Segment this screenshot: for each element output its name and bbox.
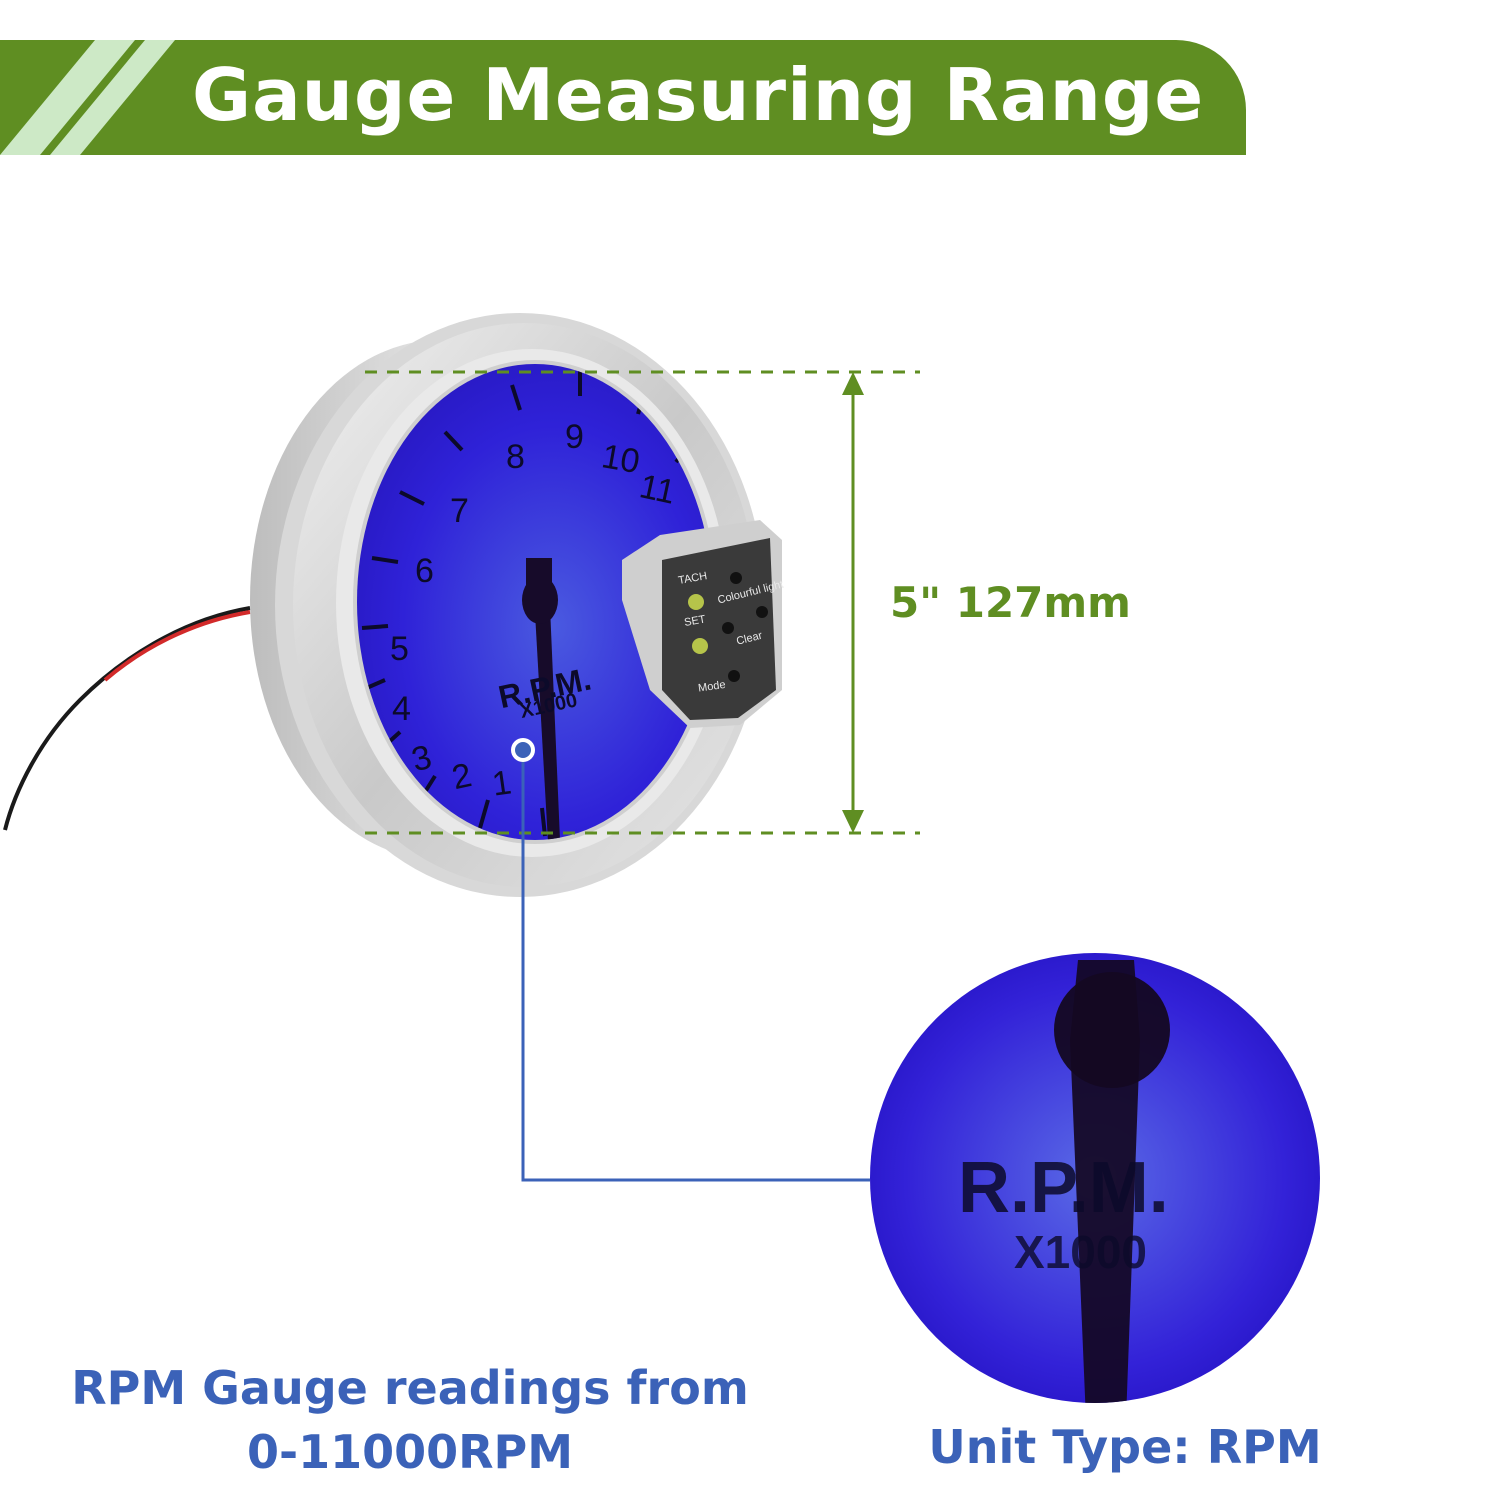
range-caption: RPM Gauge readings from 0-11000RPM <box>20 1356 800 1484</box>
mode-label: Mode <box>697 679 726 695</box>
colourful-light-button <box>730 572 742 584</box>
range-caption-line2: 0-11000RPM <box>246 1425 574 1479</box>
black-wire <box>3 606 251 831</box>
range-caption-line1: RPM Gauge readings from <box>71 1361 749 1415</box>
zoom-rpm-label: R.P.M. <box>958 1148 1169 1228</box>
header-banner <box>0 40 1246 155</box>
dimension-label: 5" 127mm <box>890 578 1131 627</box>
dial-number-8: 8 <box>506 438 525 476</box>
callout-connector <box>521 762 870 1182</box>
gauge-needle <box>522 558 560 840</box>
banner-stripes-decoration <box>0 40 175 155</box>
red-wire <box>103 610 251 682</box>
zoom-rpm-multiplier: X1000 <box>1014 1226 1147 1278</box>
dial-number-6: 6 <box>415 552 434 590</box>
mode-button <box>728 670 740 682</box>
dial-number-7: 7 <box>450 492 469 530</box>
tach-label: TACH <box>677 570 708 587</box>
page-title: Gauge Measuring Range <box>192 53 1205 137</box>
tach-led <box>688 594 704 610</box>
dimension-lines <box>365 370 920 835</box>
control-panel: TACH SET Colourful light Clear Mode <box>622 520 785 728</box>
dial-number-9: 9 <box>565 418 584 456</box>
up-button <box>722 622 734 634</box>
dial-number-5: 5 <box>390 630 409 668</box>
dial-number-11: 11 <box>636 467 678 512</box>
dial-number-4: 4 <box>392 690 411 728</box>
down-button <box>756 606 768 618</box>
dial-number-10: 10 <box>599 437 643 481</box>
set-label: SET <box>683 613 706 629</box>
zoom-detail: R.P.M. X1000 <box>870 953 1320 1403</box>
set-led <box>692 638 708 654</box>
unit-caption: Unit Type: RPM <box>928 1420 1322 1474</box>
callout-marker <box>515 742 531 758</box>
